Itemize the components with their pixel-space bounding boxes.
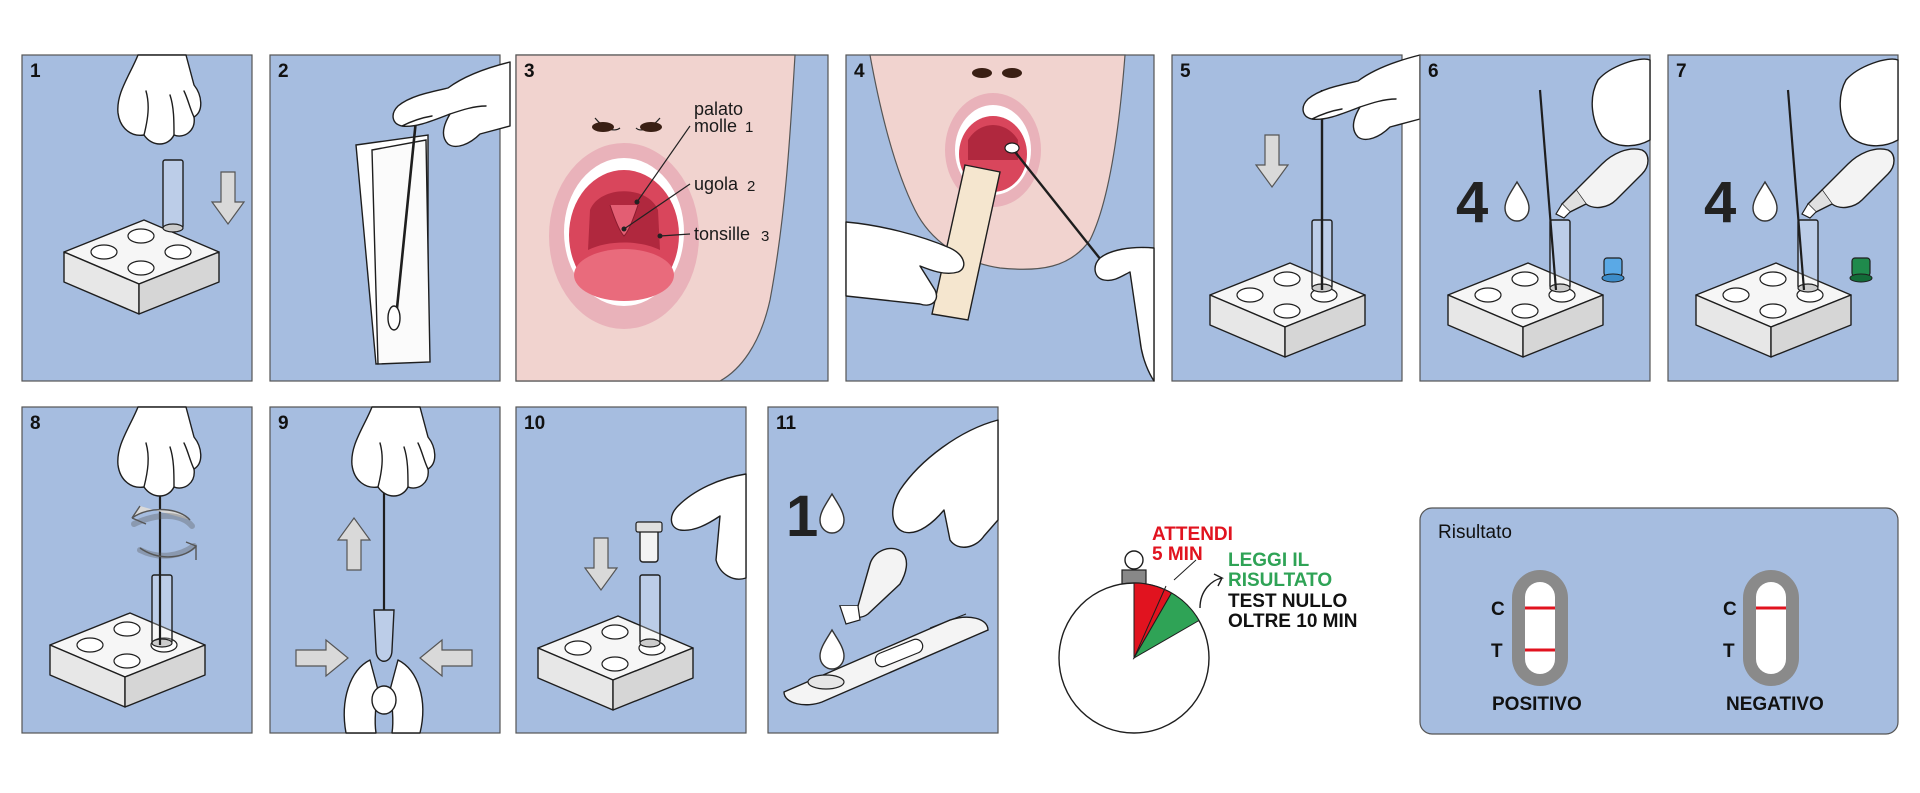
read-label-line1: LEGGI IL xyxy=(1228,550,1310,571)
read-label-line2: RISULTATO xyxy=(1228,570,1332,591)
tube-icon xyxy=(373,609,395,662)
label-tonsille-index: 3 xyxy=(761,228,769,245)
result-title: Risultato xyxy=(1438,522,1512,543)
positive-c-label: C xyxy=(1491,599,1505,620)
step-11-number: 11 xyxy=(776,413,797,434)
step-3-panel: 3 palato molle 1 ugola 2 tonsille 3 xyxy=(515,54,829,382)
label-ugola-index: 2 xyxy=(747,178,755,195)
step-4-number: 4 xyxy=(854,61,865,82)
swab-icon xyxy=(1786,89,1806,291)
positive-label: POSITIVO xyxy=(1492,694,1582,715)
arrow-left-icon xyxy=(419,638,473,678)
tube-icon xyxy=(162,159,184,233)
swab-icon xyxy=(1011,147,1106,266)
arrow-curved-icon xyxy=(1199,573,1225,609)
step-10-number: 10 xyxy=(524,413,545,434)
negative-c-label: C xyxy=(1723,599,1737,620)
cap-blue-icon xyxy=(1601,257,1625,283)
hand-icon xyxy=(1591,58,1651,147)
hand-icon xyxy=(1094,246,1155,382)
step-2-panel: 2 xyxy=(269,54,511,382)
dropper-bottle-icon xyxy=(838,547,908,625)
step-8-panel: 8 xyxy=(21,406,253,734)
wait-label-line1: ATTENDI xyxy=(1152,524,1233,545)
step-4-panel: 4 xyxy=(845,54,1155,382)
hand-icon xyxy=(343,659,379,734)
result-panel: Risultato C T POSITIVO C T NEGATIVO xyxy=(1419,507,1899,735)
step-1-panel: 1 xyxy=(21,54,253,382)
wait-label-line2: 5 MIN xyxy=(1152,544,1203,565)
step-7-drop-count: 4 xyxy=(1704,170,1736,235)
arrow-right-icon xyxy=(295,638,349,678)
step-3-number: 3 xyxy=(524,61,535,82)
step-10-panel: 10 xyxy=(515,406,747,734)
positive-t-label: T xyxy=(1491,641,1503,662)
hand-icon xyxy=(1839,58,1899,147)
negative-strip xyxy=(1743,570,1799,686)
rotate-icon xyxy=(131,505,198,560)
cap-green-icon xyxy=(1849,257,1873,283)
swab-icon xyxy=(394,99,420,319)
step-1-number: 1 xyxy=(30,61,41,82)
test-cassette-icon xyxy=(783,613,989,706)
hand-icon xyxy=(670,473,747,580)
label-tonsille: tonsille xyxy=(694,224,750,244)
swab-icon xyxy=(1538,89,1558,291)
label-palato-index: 1 xyxy=(745,119,753,136)
hand-icon xyxy=(845,221,965,306)
tube-icon xyxy=(151,574,173,648)
positive-strip xyxy=(1512,570,1568,686)
hand-icon xyxy=(389,659,424,734)
tube-cap-icon xyxy=(635,521,663,563)
step-11-drop-count: 1 xyxy=(786,484,818,549)
step-5-number: 5 xyxy=(1180,61,1191,82)
step-2-number: 2 xyxy=(278,61,289,82)
step-6-drop-count: 4 xyxy=(1456,170,1488,235)
step-11-panel: 11 1 xyxy=(767,406,999,734)
negative-label: NEGATIVO xyxy=(1726,694,1824,715)
tube-icon xyxy=(639,574,661,648)
step-7-panel: 7 4 xyxy=(1667,54,1899,382)
read-wedge xyxy=(1132,592,1200,660)
label-ugola: ugola xyxy=(694,174,739,194)
step-7-number: 7 xyxy=(1676,61,1687,82)
negative-t-label: T xyxy=(1723,641,1735,662)
stopwatch-icon xyxy=(1058,550,1225,734)
hand-icon xyxy=(892,419,999,548)
label-palato: palato xyxy=(694,99,743,119)
step-9-panel: 9 xyxy=(269,406,501,734)
step-6-panel: 6 4 xyxy=(1419,54,1651,382)
label-molle: molle xyxy=(694,116,737,136)
step-6-number: 6 xyxy=(1428,61,1439,82)
null-label-line1: TEST NULLO xyxy=(1228,591,1347,612)
step-8-number: 8 xyxy=(30,413,41,434)
null-label-line2: OLTRE 10 MIN xyxy=(1228,611,1358,632)
step-9-number: 9 xyxy=(278,413,289,434)
step-5-panel: 5 xyxy=(1171,54,1421,382)
